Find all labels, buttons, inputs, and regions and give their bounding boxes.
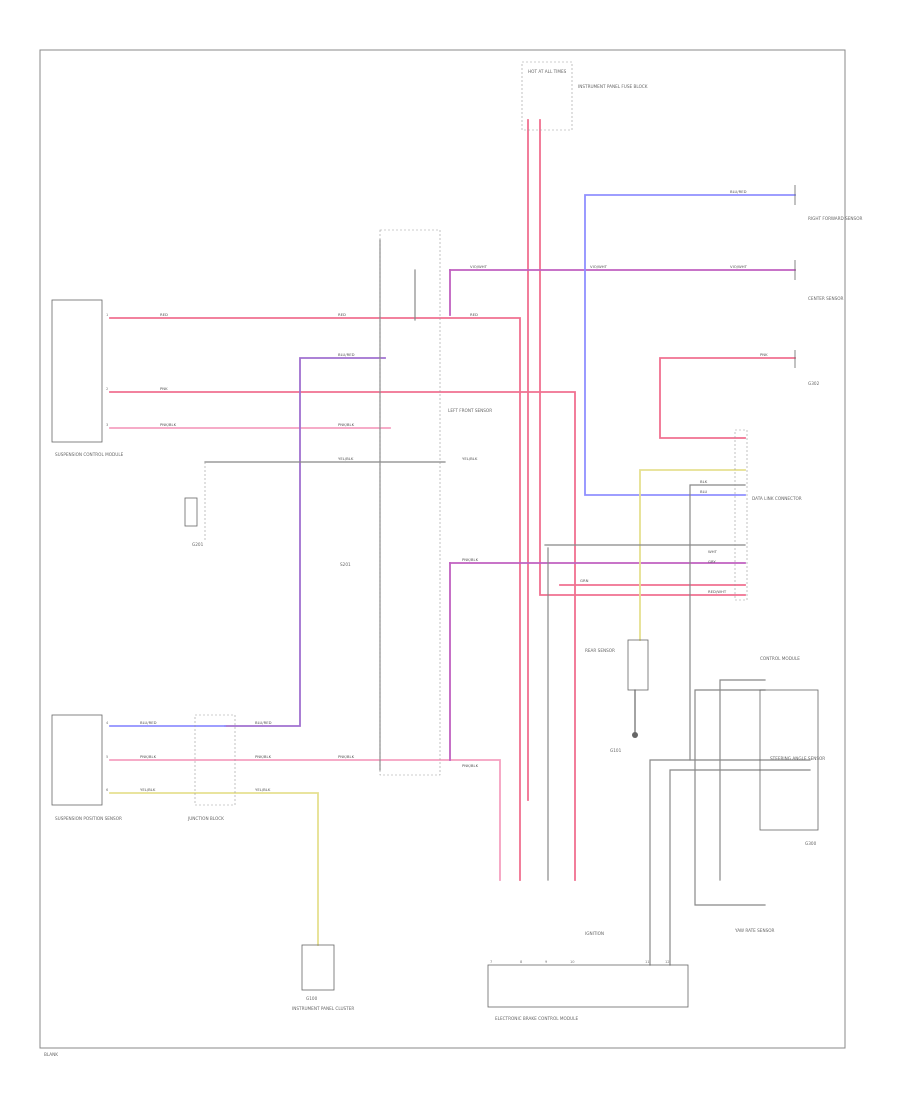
wire-gray-v5 xyxy=(649,759,811,966)
wire-label-red-1: RED xyxy=(160,312,168,317)
pin-1: 1 xyxy=(106,313,108,317)
wire-label-yel-blk-4: YEL/BLK xyxy=(255,787,271,792)
junction-block-label: JUNCTION BLOCK xyxy=(187,816,224,821)
wire-label-blu-1: BLU xyxy=(700,489,708,494)
wire-label-pnk-blk-7: PNK/BLK xyxy=(462,763,479,768)
wire-label-wht-1: WHT xyxy=(708,549,718,554)
wire-label-gry-1: GRY xyxy=(708,559,716,564)
wire-yellow-bottom xyxy=(109,792,319,946)
wire-yellow-right xyxy=(639,469,746,641)
splice-block xyxy=(194,714,236,806)
wire-label-red-2: RED xyxy=(338,312,346,317)
wire-label-blu-red-3: BLU/RED xyxy=(140,720,157,725)
ground-mid-label: G101 xyxy=(610,748,622,753)
wire-gray-v4 xyxy=(689,484,746,761)
bottom-left-module-label: SUSPENSION POSITION SENSOR xyxy=(55,816,122,821)
wire-label-vio-wht-2: VIO/WHT xyxy=(590,264,608,269)
wire-label-pnk-blk-3: PNK/BLK xyxy=(462,557,479,562)
pin-7: 7 xyxy=(490,960,492,964)
fuse-block xyxy=(521,61,573,131)
fuse-top-label: HOT AT ALL TIMES xyxy=(528,69,567,74)
pin-10: 10 xyxy=(570,960,575,964)
cluster-box xyxy=(301,944,335,991)
pin-2: 2 xyxy=(106,387,108,391)
right-lower-label: STEERING ANGLE SENSOR xyxy=(770,756,825,761)
ground-mid-symbol xyxy=(632,732,638,738)
wire-gray-v7 xyxy=(694,689,766,906)
wire-label-grn-1: GRN xyxy=(580,578,589,583)
wire-label-pnk-blk-1: PNK/BLK xyxy=(160,422,177,427)
wire-label-blu-red-1: BLU/RED xyxy=(730,189,747,194)
pin-11: 11 xyxy=(645,960,650,964)
bottom-left-module-box xyxy=(51,714,103,806)
wire-label-pnk-2: PNK xyxy=(160,386,168,391)
wire-pink-lower xyxy=(109,759,501,881)
pin-12: 12 xyxy=(665,960,670,964)
steering-sensor-box xyxy=(759,689,819,831)
pin-9: 9 xyxy=(545,960,548,964)
wire-label-vio-wht-3: VIO/WHT xyxy=(470,264,488,269)
wire-label-blu-red-2: BLU/RED xyxy=(338,352,355,357)
wire-label-yel-blk-3: YEL/BLK xyxy=(140,787,156,792)
wire-blue-loop xyxy=(584,194,796,496)
pin-6: 6 xyxy=(106,788,109,792)
data-link-label: DATA LINK CONNECTOR xyxy=(752,496,802,501)
ground-bottom-desc-label: INSTRUMENT PANEL CLUSTER xyxy=(292,1006,354,1011)
center-sensor-label: CENTER SENSOR xyxy=(808,296,844,301)
wire-gray-v8 xyxy=(719,679,766,881)
ground-right-label: G302 xyxy=(808,381,820,386)
right-bottom-label: YAW RATE SENSOR xyxy=(734,928,775,933)
ground-bottom-label: G100 xyxy=(306,996,318,1001)
wire-label-pnk-1: PNK xyxy=(760,352,768,357)
wire-label-blu-red-4: BLU/RED xyxy=(255,720,272,725)
lf-sensor-label: LEFT FRONT SENSOR xyxy=(448,408,492,413)
right-lower-ground-label: G300 xyxy=(805,841,817,846)
pin-8: 8 xyxy=(520,960,523,964)
junction-block-box xyxy=(379,229,441,776)
wire-label-red-wht-1: RED/WHT xyxy=(708,589,727,594)
wire-purple-left xyxy=(224,357,386,727)
right-sensor-label: RIGHT FORWARD SENSOR xyxy=(808,216,863,221)
ignition-label: IGNITION xyxy=(585,931,604,936)
fuse-desc-label: INSTRUMENT PANEL FUSE BLOCK xyxy=(578,84,648,89)
wire-red-main xyxy=(539,119,746,596)
left-module-box xyxy=(51,299,103,443)
wire-label-red-3: RED xyxy=(470,312,478,317)
pin-5: 5 xyxy=(106,755,108,759)
wire-label-vio-wht-1: VIO/WHT xyxy=(730,264,748,269)
wire-label-pnk-blk-5: PNK/BLK xyxy=(255,754,272,759)
wire-label-blk-1: BLK xyxy=(700,479,708,484)
wire-label-yel-blk-2: YEL/BLK xyxy=(462,456,478,461)
splice-mid-label: S201 xyxy=(340,562,351,567)
left-module-label: SUSPENSION CONTROL MODULE xyxy=(55,452,124,457)
pin-3: 3 xyxy=(106,423,108,427)
resistor-left xyxy=(184,497,198,527)
wire-label-pnk-blk-6: PNK/BLK xyxy=(338,754,355,759)
wire-red-loop xyxy=(659,357,796,439)
wire-red-top xyxy=(109,317,521,881)
wire-gray-v6 xyxy=(669,769,811,966)
wire-label-yel-blk-1: YEL/BLK xyxy=(338,456,354,461)
ebcm-box xyxy=(487,964,689,1008)
rear-sensor-box xyxy=(627,639,649,691)
ctrl-module-label: CONTROL MODULE xyxy=(760,656,800,661)
ground-left-label: G201 xyxy=(192,542,204,547)
diagram-frame xyxy=(39,49,846,1049)
bottom-module-label: ELECTRONIC BRAKE CONTROL MODULE xyxy=(495,1016,578,1021)
wire-label-pnk-blk-2: PNK/BLK xyxy=(338,422,355,427)
wire-gray-v3 xyxy=(544,544,746,881)
wire-label-pnk-blk-4: PNK/BLK xyxy=(140,754,157,759)
pin-4: 4 xyxy=(106,721,109,725)
footer-label: BLANK xyxy=(44,1052,58,1057)
data-link-connector-box xyxy=(734,429,748,601)
wire-red-2 xyxy=(109,391,576,881)
rear-sensor-label: REAR SENSOR xyxy=(585,648,615,653)
